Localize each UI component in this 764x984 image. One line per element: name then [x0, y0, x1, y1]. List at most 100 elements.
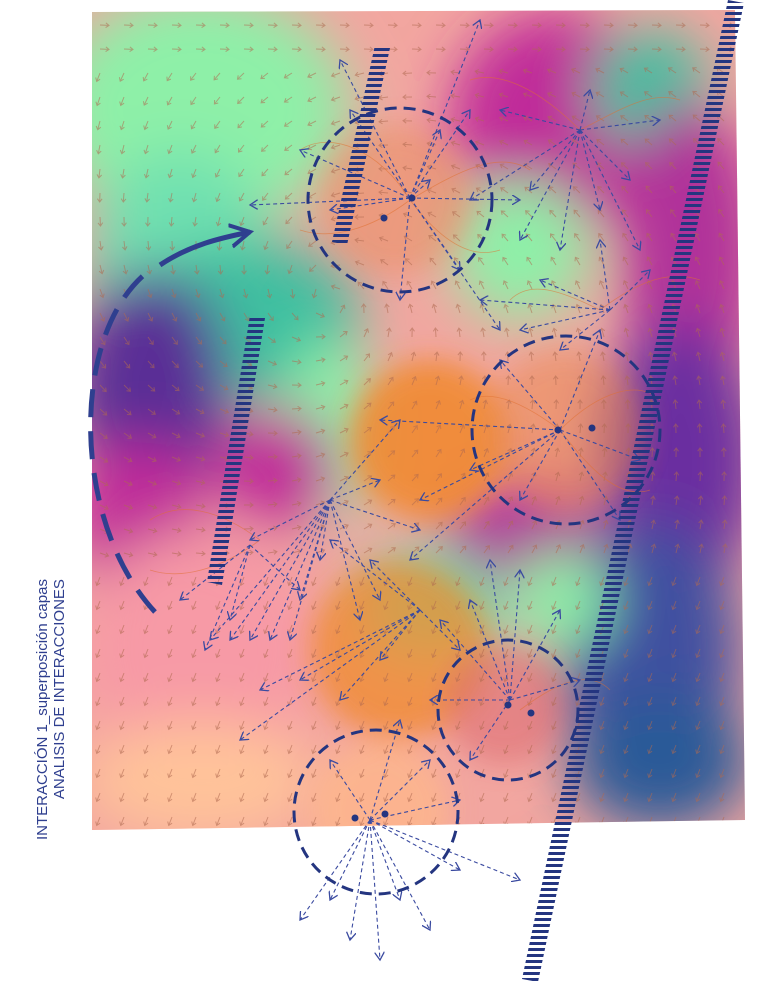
field-arrow — [190, 72, 197, 81]
field-arrow — [363, 547, 373, 554]
field-arrow — [527, 792, 533, 803]
field-arrow — [503, 600, 509, 611]
field-arrow — [455, 720, 461, 731]
field-arrow — [455, 744, 461, 755]
field-arrow — [524, 210, 533, 218]
field-arrow — [120, 168, 126, 179]
field-arrow — [143, 648, 149, 659]
field-arrow — [505, 375, 512, 386]
field-arrow — [503, 303, 509, 314]
field-arrow — [621, 209, 629, 218]
field-arrow — [147, 22, 158, 29]
field-arrow — [219, 336, 227, 345]
field-arrow — [263, 624, 269, 635]
field-arrow — [619, 67, 629, 74]
field-arrow — [315, 46, 326, 53]
field-arrow — [99, 336, 106, 346]
field-arrow — [435, 399, 441, 410]
field-arrow — [330, 96, 341, 102]
field-arrow — [262, 216, 269, 226]
field-arrow — [171, 527, 182, 533]
field-arrow — [147, 527, 158, 534]
field-arrow — [359, 816, 365, 827]
field-arrow — [623, 600, 629, 611]
field-arrow — [119, 96, 125, 107]
field-arrow — [267, 406, 278, 413]
field-arrow — [262, 192, 269, 201]
field-arrow — [407, 696, 413, 707]
field-arrow — [242, 288, 249, 299]
field-arrow — [287, 744, 293, 755]
field-arrow — [645, 185, 653, 194]
field-arrow — [528, 327, 534, 338]
field-arrow — [143, 792, 149, 803]
field-arrow — [363, 353, 371, 362]
field-arrow — [191, 600, 197, 611]
interaction-arrow — [369, 760, 430, 821]
field-arrow — [99, 312, 106, 322]
field-arrow — [527, 624, 533, 635]
field-arrow — [363, 378, 372, 386]
field-arrow — [170, 264, 176, 275]
field-arrow — [123, 528, 134, 534]
field-arrow — [311, 672, 317, 683]
field-arrow — [411, 375, 417, 386]
field-arrow — [378, 189, 389, 196]
field-arrow — [603, 22, 614, 29]
field-arrow — [260, 72, 269, 80]
field-arrow — [236, 72, 245, 80]
field-arrow — [694, 256, 701, 266]
field-arrow — [267, 549, 278, 555]
field-arrow — [407, 648, 413, 659]
field-arrow — [363, 328, 369, 338]
field-arrow — [452, 234, 461, 242]
field-arrow — [697, 495, 704, 506]
field-arrow — [330, 72, 341, 78]
field-arrow — [215, 672, 221, 683]
field-arrow — [457, 351, 464, 362]
field-arrow — [459, 472, 466, 482]
field-arrow — [219, 312, 226, 322]
field-arrow — [291, 382, 302, 388]
field-arrow — [454, 280, 461, 290]
field-arrow — [339, 403, 349, 410]
field-arrow — [237, 96, 245, 105]
field-arrow — [555, 46, 566, 53]
field-arrow — [387, 523, 396, 530]
barrier-bars — [207, 0, 744, 982]
field-arrow — [239, 816, 245, 827]
field-arrow — [378, 95, 389, 101]
field-arrow — [623, 576, 629, 587]
field-arrow — [147, 288, 153, 299]
field-arrow — [167, 576, 173, 587]
field-arrow — [675, 46, 686, 53]
field-arrow — [647, 600, 653, 611]
field-arrow — [263, 696, 269, 707]
field-arrow — [595, 67, 605, 74]
field-arrow — [402, 118, 413, 124]
field-arrow — [411, 473, 419, 482]
field-arrow — [555, 544, 562, 554]
field-arrow — [363, 22, 374, 29]
interaction-arrow — [559, 330, 600, 431]
field-arrow — [166, 96, 173, 106]
field-arrow — [143, 576, 149, 587]
field-arrow — [499, 139, 509, 146]
field-arrow — [339, 330, 348, 338]
interaction-arrow — [540, 280, 611, 311]
field-arrow — [503, 768, 509, 779]
field-arrow — [435, 497, 443, 506]
field-arrow — [451, 187, 461, 194]
field-arrow — [455, 672, 461, 683]
interaction-arrow — [300, 609, 421, 680]
field-arrow — [167, 720, 173, 731]
interaction-arrow — [329, 499, 380, 600]
field-arrow — [315, 404, 326, 411]
field-arrow — [646, 256, 653, 266]
field-arrow — [239, 624, 245, 635]
field-arrow — [668, 91, 677, 98]
field-arrow — [479, 720, 485, 731]
field-arrow — [239, 600, 245, 611]
field-arrow — [599, 792, 605, 803]
